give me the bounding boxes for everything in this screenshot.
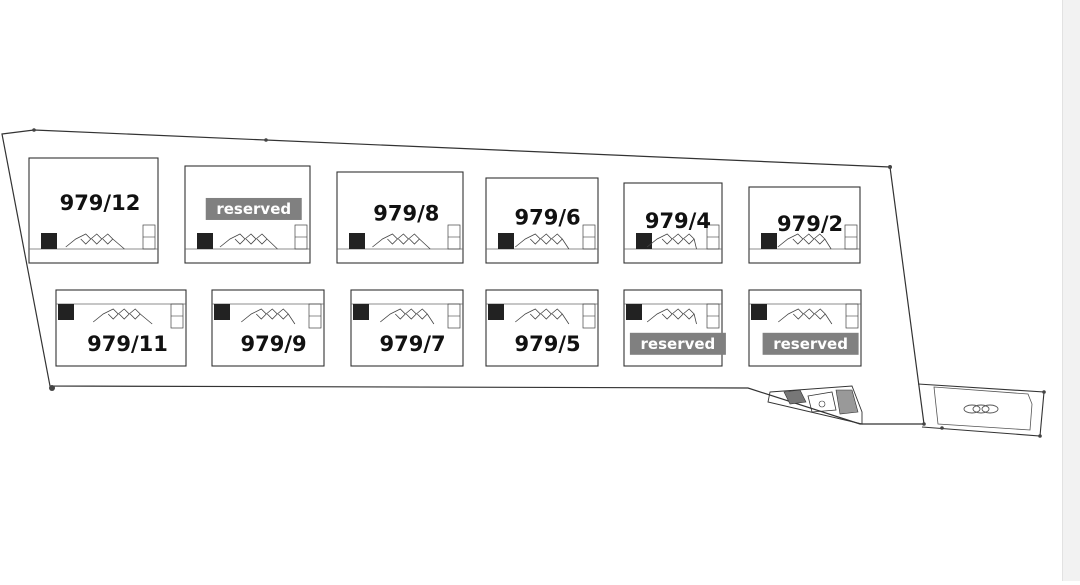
entrance-block	[349, 233, 365, 249]
unit-u6[interactable]: 979/6	[485, 177, 599, 264]
access-road	[917, 383, 1045, 437]
reserved-badge	[762, 332, 859, 355]
access-road-inner	[933, 386, 1033, 431]
unit-number-label: 979/5	[515, 332, 581, 356]
stair-detail	[515, 233, 570, 250]
entrance-block	[58, 304, 74, 320]
unit-outline	[336, 171, 464, 264]
unit-u7[interactable]: 979/7	[350, 289, 464, 367]
unit-number-label: 979/6	[515, 206, 581, 230]
unit-u11[interactable]: 979/11	[55, 289, 187, 367]
unit-number-label: 979/7	[380, 332, 446, 356]
stair-detail	[778, 308, 833, 325]
entrance-block	[197, 233, 213, 249]
unit-outline	[184, 165, 311, 264]
entrance-block	[41, 233, 57, 249]
unit-u8[interactable]: 979/8	[336, 171, 464, 264]
boundary-posts	[32, 128, 1046, 438]
unit-outline	[748, 186, 861, 264]
site-plan: 979/12 reserved 979/8 979/6 979/4 979/2 979/11…	[1, 128, 1046, 438]
reserved-badge	[205, 197, 302, 220]
unit-outline	[55, 289, 187, 367]
unit-u4[interactable]: 979/4	[623, 182, 723, 264]
guard-house	[767, 385, 863, 425]
stair-detail	[92, 308, 153, 325]
stair-detail	[380, 308, 435, 325]
unit-number-label: 979/9	[241, 332, 307, 356]
stair-detail	[646, 308, 697, 325]
unit-outline	[623, 289, 723, 367]
entrance-block	[214, 304, 230, 320]
stair-detail	[372, 233, 431, 250]
unit-number-label: 979/11	[87, 332, 168, 356]
unit-u3[interactable]: reserved	[623, 289, 726, 367]
unit-outline	[485, 289, 599, 367]
unit-number-label: 979/8	[373, 201, 439, 225]
unit-outline	[748, 289, 862, 367]
reserved-label: reserved	[773, 335, 848, 353]
unit-u1[interactable]: reserved	[748, 289, 862, 367]
entrance-block	[761, 233, 777, 249]
entrance-block	[636, 233, 652, 249]
reserved-badge	[629, 332, 726, 355]
reserved-label: reserved	[216, 200, 291, 218]
page-edge	[1062, 0, 1080, 581]
unit-u2[interactable]: 979/2	[748, 186, 861, 264]
stair-detail	[515, 308, 570, 325]
road-marking	[963, 404, 999, 414]
site-boundary	[1, 129, 925, 425]
stair-detail	[777, 233, 832, 250]
stair-detail	[646, 233, 697, 250]
entrance-block	[353, 304, 369, 320]
unit-outline	[28, 157, 159, 264]
stair-detail	[65, 233, 125, 250]
unit-number-label: 979/4	[645, 209, 711, 233]
stair-detail	[241, 308, 296, 325]
unit-outline	[485, 177, 599, 264]
unit-number-label: 979/12	[60, 191, 141, 215]
entrance-block	[488, 304, 504, 320]
site-plan-drawing: 979/12 reserved 979/8 979/6 979/4 979/2 979/11…	[1, 128, 1046, 438]
unit-u12[interactable]: 979/12	[28, 157, 159, 264]
unit-u5[interactable]: 979/5	[485, 289, 599, 367]
entrance-block	[751, 304, 767, 320]
entrance-block	[498, 233, 514, 249]
unit-number-label: 979/2	[777, 212, 843, 236]
unit-outline	[623, 182, 723, 264]
unit-u10[interactable]: reserved	[184, 165, 311, 264]
unit-outline	[211, 289, 325, 367]
unit-u9[interactable]: 979/9	[211, 289, 325, 367]
reserved-label: reserved	[641, 335, 716, 353]
stair-detail	[219, 233, 278, 250]
unit-outline	[350, 289, 464, 367]
entrance-block	[626, 304, 642, 320]
